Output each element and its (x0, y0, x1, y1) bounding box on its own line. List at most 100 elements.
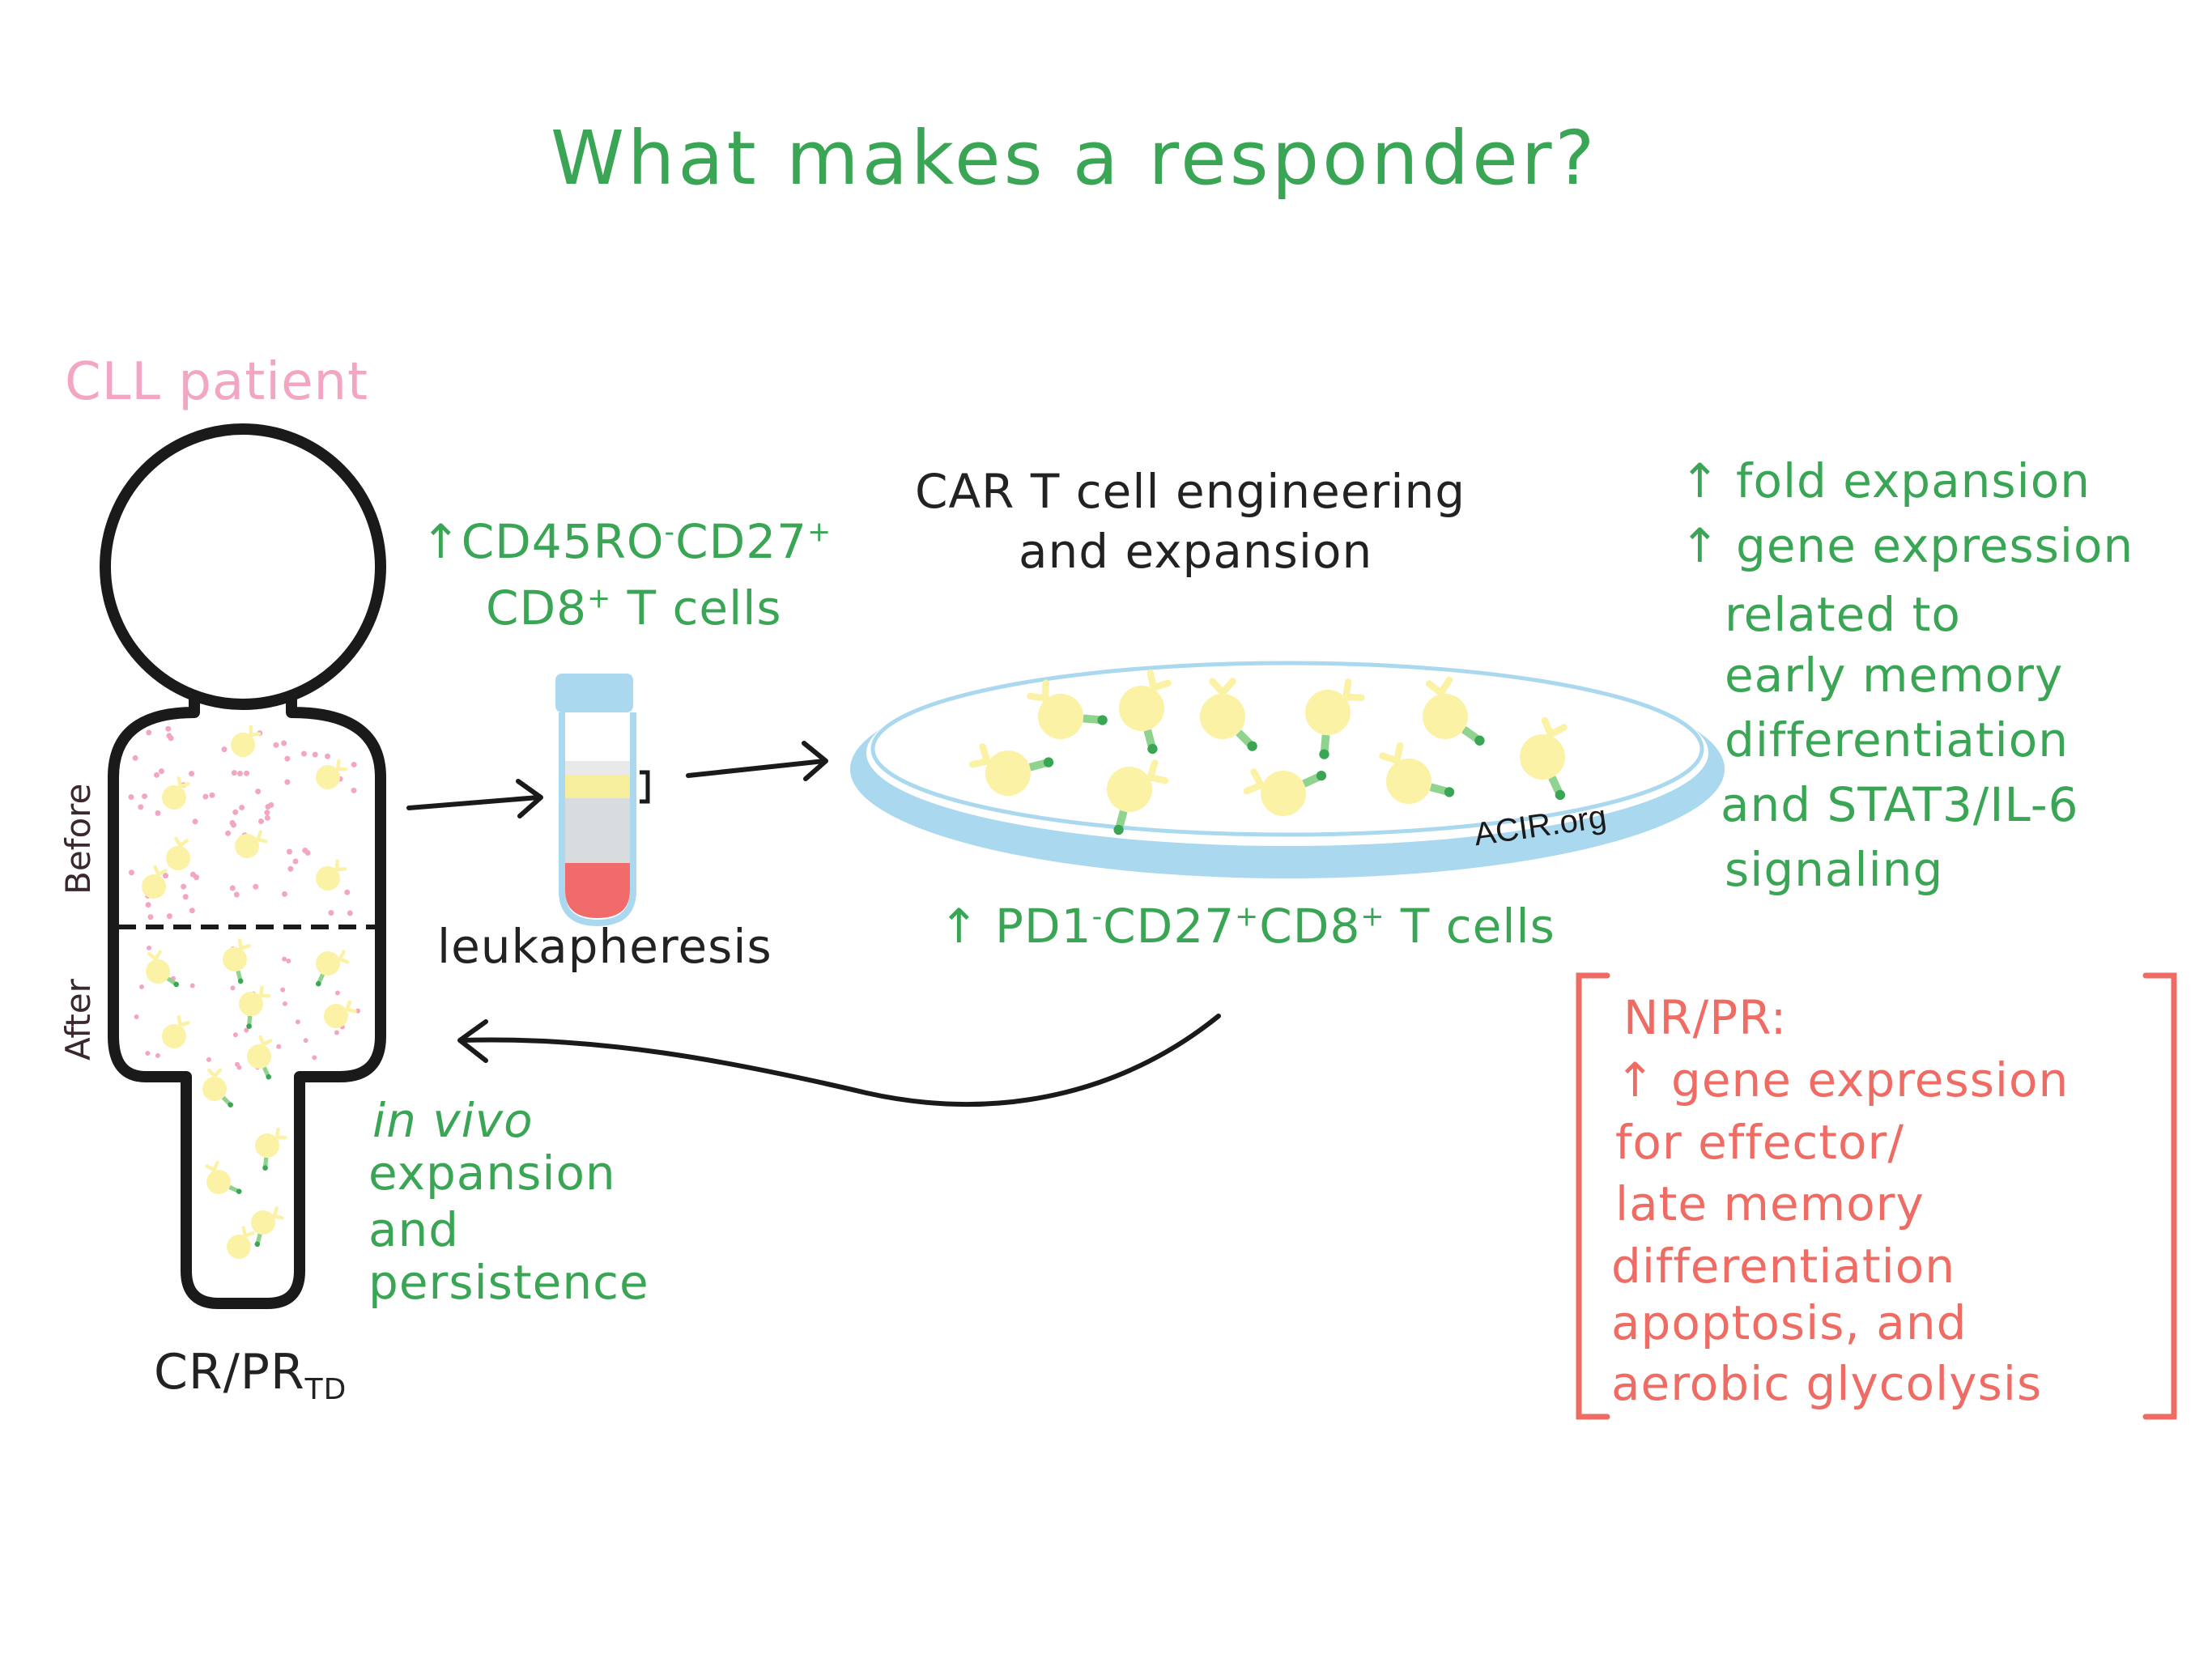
engineering-label-line1: CAR T cell engineering (915, 464, 1466, 519)
responder-note-6: and STAT3/IL-6 (1721, 777, 2079, 832)
dish-cells (968, 669, 1568, 835)
response-label: CR/PRTD (154, 1348, 347, 1405)
car-t-cell (968, 743, 1054, 796)
marker-cd27: CD27 (675, 514, 808, 569)
patient-body (100, 423, 386, 1309)
car-t-cell (1520, 716, 1568, 801)
marker-sup: - (664, 516, 676, 549)
tumor-dot (347, 910, 353, 916)
marker-tcells: T cells (1385, 899, 1555, 954)
tumor-dot (282, 956, 287, 962)
tumor-dot (255, 789, 262, 795)
tumor-dot (295, 1019, 300, 1025)
bracket-right (2142, 972, 2177, 1420)
blood-tube (555, 674, 650, 927)
patient-torso (108, 698, 386, 1309)
invivo-label-2: expansion (368, 1146, 616, 1201)
tumor-dot (189, 771, 195, 777)
tumor-dot (351, 787, 357, 793)
tumor-dot (303, 1038, 308, 1044)
pre-marker-line1: ↑CD45RO-CD27+ (421, 518, 832, 565)
t-cell (231, 725, 262, 757)
tumor-dot (232, 1032, 238, 1038)
product-marker: ↑ PD1-CD27+CD8+ T cells (939, 903, 1555, 950)
petri-dish (850, 660, 1725, 878)
car-t-cell (239, 985, 271, 1029)
tumor-dot (232, 809, 239, 815)
tumor-dot (138, 804, 144, 810)
engineering-label-line2: and expansion (1019, 524, 1373, 579)
body-cells (142, 725, 357, 1259)
marker-sup: + (587, 582, 612, 615)
car-t-cell (205, 1160, 242, 1195)
arrow-to-tube-head (516, 779, 543, 818)
return-arrow-head (457, 1019, 488, 1063)
arrow-to-tube (406, 795, 541, 810)
arrow-to-dish (686, 759, 827, 778)
tumor-dot (286, 848, 292, 855)
tumor-dot (334, 1030, 339, 1035)
marker-pd1: PD1 (995, 899, 1092, 954)
t-cell (324, 1000, 357, 1028)
responder-note-5: differentiation (1725, 712, 2069, 767)
tumor-dot (153, 772, 160, 778)
nonresponder-note-4: late memory (1615, 1176, 1925, 1231)
responder-note-2: ↑ gene expression (1680, 518, 2134, 573)
tumor-dot (189, 908, 195, 914)
responder-note-7: signaling (1725, 842, 1944, 897)
t-cell (166, 836, 190, 870)
car-t-cell (1243, 768, 1327, 816)
tumor-dot (273, 742, 279, 748)
tumor-dot (258, 818, 265, 825)
car-t-cell (1027, 679, 1108, 739)
nonresponder-note-5: differentiation (1611, 1239, 1955, 1294)
marker-cd8: CD8 (1259, 899, 1361, 954)
tumor-dot (189, 983, 195, 988)
marker-sup: + (1235, 900, 1260, 933)
marker-sup: + (807, 516, 832, 549)
pre-marker-line2: CD8+ T cells (486, 585, 782, 631)
invivo-label-1: in vivo (372, 1093, 534, 1148)
tumor-dot (189, 871, 196, 878)
marker-sup: + (1360, 900, 1385, 933)
car-t-cell (1119, 669, 1172, 755)
t-cell (162, 776, 190, 810)
tumor-dot (328, 910, 334, 916)
tumor-cell-dots (128, 725, 361, 1070)
tumor-dot (142, 793, 148, 800)
tumor-dot (145, 902, 151, 908)
tumor-dot (325, 753, 331, 759)
tumor-dot (244, 1027, 249, 1033)
tumor-dot (229, 820, 236, 827)
tumor-dot (351, 761, 357, 767)
tumor-dot (155, 810, 161, 816)
nonresponder-note-6: apoptosis, and (1611, 1295, 1967, 1350)
tumor-dot (284, 755, 291, 762)
nonresponder-note-3: for effector/ (1615, 1115, 1904, 1170)
tumor-dot (300, 750, 307, 757)
nonresponder-note-7: aerobic glycolysis (1611, 1356, 2043, 1411)
marker-cd45ro: CD45RO (461, 514, 665, 569)
tumor-dot (344, 889, 351, 895)
tube-gray-layer (565, 798, 630, 863)
tumor-dot (128, 869, 134, 876)
tumor-dot (244, 770, 250, 776)
tumor-dot (225, 830, 232, 836)
tube-buffy-layer (565, 776, 630, 798)
car-t-cell (1200, 678, 1257, 751)
tumor-dot (237, 770, 244, 776)
tumor-dot (236, 1065, 242, 1070)
tumor-dot (165, 725, 172, 732)
marker-sup: - (1091, 900, 1104, 933)
arrow-to-dish-head (802, 741, 828, 781)
tumor-dot (281, 740, 287, 746)
before-label: Before (58, 783, 98, 895)
tube-plasma-layer (565, 761, 630, 776)
responder-note-1: ↑ fold expansion (1680, 453, 2091, 508)
car-t-cell (202, 1068, 233, 1107)
car-t-cell (251, 1206, 284, 1248)
tumor-dot (132, 755, 138, 761)
tumor-dot (264, 814, 270, 821)
